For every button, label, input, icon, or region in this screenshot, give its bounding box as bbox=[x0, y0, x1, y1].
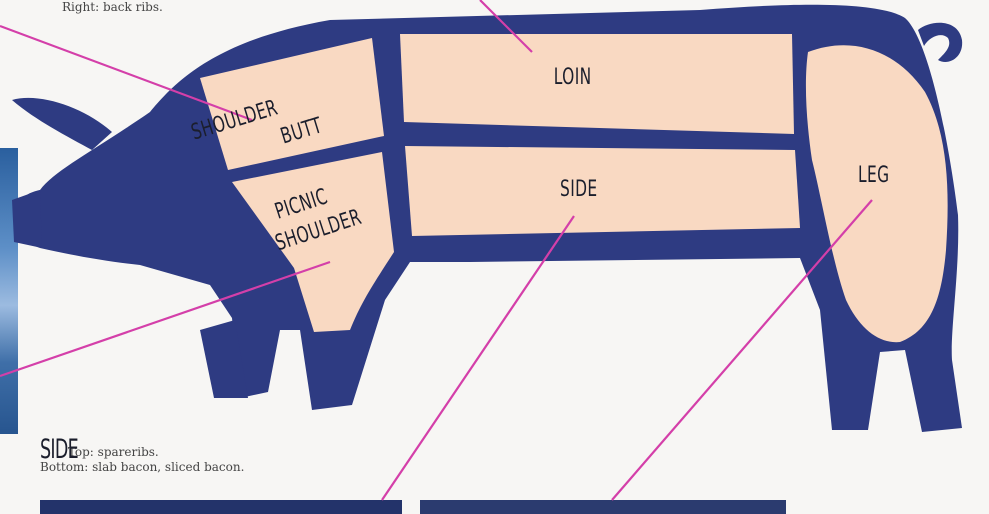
label-side: SIDE bbox=[560, 176, 598, 202]
caption-side-line1: Top: spareribs. bbox=[68, 445, 159, 459]
caption-side-title: SIDE bbox=[40, 442, 57, 457]
caption-side: SIDE Top: spareribs. Bottom: slab bacon,… bbox=[40, 442, 244, 475]
label-loin: LOIN bbox=[554, 64, 592, 90]
cut-side bbox=[405, 146, 800, 236]
cut-loin bbox=[400, 34, 794, 134]
pig-ear bbox=[12, 98, 112, 150]
label-leg: LEG bbox=[858, 162, 889, 188]
caption-back-ribs: Right: back ribs. bbox=[62, 0, 163, 15]
pig-snout bbox=[12, 190, 42, 248]
